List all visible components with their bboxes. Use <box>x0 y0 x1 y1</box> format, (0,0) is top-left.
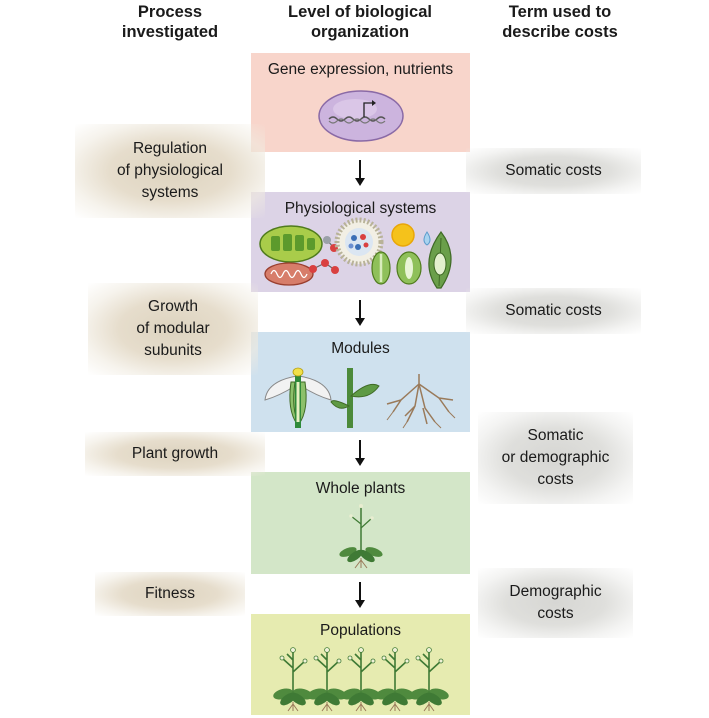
arrow-down-icon <box>355 582 365 608</box>
term-demographic-costs-label: Demographic costs <box>478 568 633 638</box>
label-line: Growth <box>148 298 198 315</box>
process-regulation-label: Regulation of physiological systems <box>75 124 265 218</box>
term-somatic-costs-label: Somatic costs <box>466 288 641 334</box>
arrow-down-icon <box>355 300 365 326</box>
mitochondrion-icon <box>264 262 314 286</box>
label-line: Regulation <box>132 140 208 157</box>
label-line: Fitness <box>145 585 195 602</box>
rosette-plant-icon <box>341 647 381 712</box>
leaf-icon <box>428 231 452 289</box>
term-somatic-or-demographic-label: Somatic or demographic costs <box>478 412 633 504</box>
header-term-used: Term used to describe costs <box>470 2 650 42</box>
process-plant-growth-label: Plant growth <box>85 432 265 476</box>
level-whole-plants-box: Whole plants <box>251 472 470 574</box>
chloroplast-icon <box>259 225 323 263</box>
header-line: describe costs <box>502 23 618 41</box>
rosette-plant-icon <box>375 647 415 712</box>
label-line: costs <box>537 471 574 488</box>
level-title: Modules <box>331 340 390 357</box>
level-physiological-systems-box: Physiological systems <box>251 192 470 292</box>
term-somatic-costs-label: Somatic costs <box>466 148 641 194</box>
process-growth-modular-label: Growth of modular subunits <box>88 283 258 375</box>
process-fitness-label: Fitness <box>95 572 245 616</box>
header-line: Term used to <box>508 3 612 21</box>
flower-icon <box>264 367 332 428</box>
label-line: Demographic <box>509 583 602 600</box>
stomata-icon <box>371 251 422 285</box>
rosette-plant-icon <box>273 647 313 712</box>
level-modules-box: Modules <box>251 332 470 432</box>
label-line: Somatic costs <box>505 302 602 319</box>
arrow-down-icon <box>355 160 365 186</box>
label-line: subunits <box>144 342 202 359</box>
level-title: Whole plants <box>315 480 406 497</box>
rosette-plant-icon <box>339 504 383 569</box>
label-line: systems <box>141 184 199 201</box>
level-populations-box: Populations <box>251 614 470 715</box>
membrane-icon <box>334 217 384 267</box>
header-level-of-organization: Level of biological organization <box>240 2 480 42</box>
arrow-down-icon <box>355 440 365 466</box>
label-line: of physiological <box>117 162 223 179</box>
header-process-investigated: Process investigated <box>95 2 245 42</box>
level-title: Gene expression, nutrients <box>267 61 454 78</box>
header-line: Process <box>137 3 203 21</box>
label-line: Somatic costs <box>505 162 602 179</box>
level-gene-expression-box: Gene expression, nutrients <box>251 53 470 152</box>
population-plants <box>273 647 449 712</box>
sun-icon <box>391 223 415 247</box>
water-drop-icon <box>423 231 431 246</box>
rosette-plant-icon <box>307 647 347 712</box>
stem-icon <box>330 368 380 428</box>
label-line: of modular <box>136 320 210 337</box>
header-line: organization <box>310 23 410 41</box>
root-icon <box>386 374 456 429</box>
label-line: costs <box>537 605 574 622</box>
header-line: investigated <box>121 23 219 41</box>
label-line: Plant growth <box>131 445 219 462</box>
label-line: Somatic <box>527 427 584 444</box>
header-line: Level of biological <box>288 3 432 21</box>
cell-with-dna-icon <box>318 90 404 142</box>
level-title: Populations <box>319 622 401 639</box>
level-title: Physiological systems <box>284 200 437 217</box>
rosette-plant-icon <box>409 647 449 712</box>
label-line: or demographic <box>501 449 610 466</box>
